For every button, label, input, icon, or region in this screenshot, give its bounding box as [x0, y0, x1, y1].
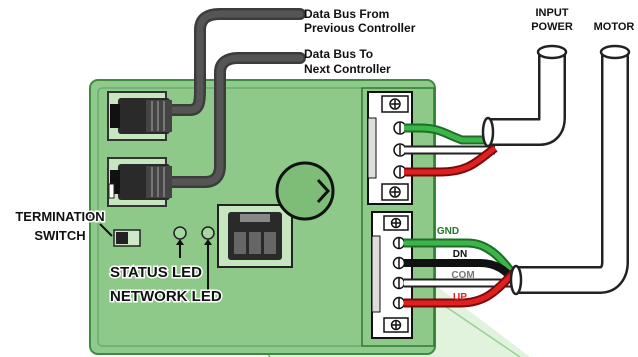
status-led	[173, 226, 187, 240]
label-motor: MOTOR	[594, 21, 635, 33]
label-network-led: NETWORK LED	[110, 288, 222, 305]
input-power-red-wire-core	[404, 145, 497, 175]
motor-cable-jacket	[518, 55, 627, 292]
power-terminal-rail	[367, 117, 377, 179]
rj-clip-bottom	[110, 170, 120, 194]
label-input-power-2: POWER	[531, 21, 573, 33]
round-sensor	[275, 161, 335, 221]
terminal-label-gnd: GND	[437, 226, 459, 237]
terminal-label-com: COM	[451, 270, 474, 281]
termination-switch-knob	[116, 232, 128, 244]
sensor-pin-2	[249, 232, 261, 254]
label-bus-from-2: Previous Controller	[304, 21, 416, 35]
label-bus-to-2: Next Controller	[304, 62, 391, 76]
data-bus-to-cable-core	[166, 54, 304, 186]
label-termination-1: TERMINATION	[15, 209, 104, 224]
label-termination-2: SWITCH	[34, 228, 85, 243]
termination-pointer	[99, 223, 113, 237]
label-bus-to-1: Data Bus To	[304, 47, 373, 61]
input-power-cable-jacket	[490, 55, 564, 144]
label-bus-from-1: Data Bus From	[304, 7, 389, 21]
input-power-cable-cut	[481, 116, 495, 148]
input-power-green-wire-core	[404, 125, 495, 143]
motor-terminal-screws	[383, 215, 409, 333]
motor-cable-end	[599, 44, 631, 60]
motor-cable	[518, 55, 629, 294]
label-input-power-1: INPUT	[536, 7, 569, 19]
sensor-pin-1	[234, 232, 246, 254]
terminal-label-up: UP	[453, 292, 467, 303]
input-power-cable-end	[536, 44, 568, 60]
motor-cable-cut	[509, 264, 523, 296]
network-led-arrowhead	[204, 239, 212, 245]
status-led-arrowhead	[176, 239, 184, 245]
sensor-connector-latch	[240, 214, 270, 222]
network-led	[201, 226, 215, 240]
data-bus-from-cable-core	[166, 10, 304, 114]
motor-terminal-rail	[371, 235, 381, 313]
terminal-label-dn: DN	[453, 249, 467, 260]
rj-clip-top	[110, 104, 120, 128]
round-sensor-arrow	[316, 178, 331, 204]
label-status-led: STATUS LED	[110, 264, 202, 281]
sensor-pin-3	[264, 232, 276, 254]
termination-switch-marker	[108, 183, 115, 199]
